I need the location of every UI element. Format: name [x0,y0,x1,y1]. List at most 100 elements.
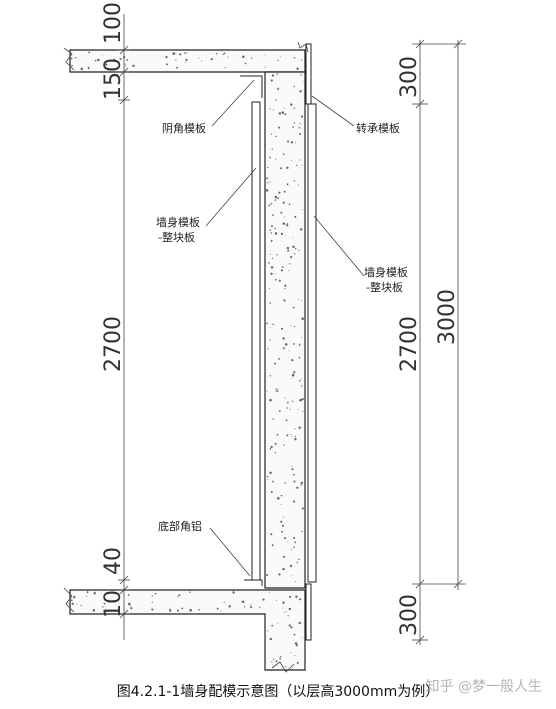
aggregate-speck [269,326,271,328]
aggregate-speck [154,592,157,595]
aggregate-speck [293,371,296,374]
aggregate-speck [289,595,292,598]
aggregate-speck [301,507,304,510]
aggregate-speck [74,57,77,59]
aggregate-speck [289,263,291,265]
aggregate-speck [88,51,91,54]
aggregate-speck [270,445,273,449]
aggregate-speck [296,164,298,167]
break-line-left-top [63,47,75,71]
aggregate-speck [284,216,286,218]
aggregate-speck [276,73,279,75]
aggregate-speck [103,602,106,605]
aggregate-speck [278,87,280,89]
dim-top-corner: 150 [101,58,126,100]
aggregate-speck [300,115,304,118]
aggregate-speck [244,62,247,65]
aggregate-speck [272,480,275,483]
aggregate-speck [289,564,293,568]
aggregate-speck [291,468,294,471]
aggregate-speck [291,378,293,380]
aggregate-speck [300,385,303,387]
aggregate-speck [295,142,297,144]
aggregate-speck [276,433,279,436]
aggregate-speck [280,211,283,214]
concrete-aggregate [70,51,304,668]
aggregate-speck [288,624,291,627]
aggregate-speck [70,599,73,602]
aggregate-speck [92,609,96,612]
aggregate-speck [296,561,299,564]
aggregate-speck [269,447,272,450]
aggregate-speck [177,609,179,612]
aggregate-speck [271,74,275,77]
aggregate-speck [284,288,286,290]
aggregate-speck [293,253,296,255]
aggregate-speck [264,54,266,56]
aggregate-speck [280,232,284,236]
aggregate-speck [189,591,191,593]
aggregate-speck [292,500,296,503]
aggregate-speck [274,442,277,445]
aggregate-speck [286,246,290,250]
aggregate-speck [275,390,277,392]
aggregate-speck [282,607,284,609]
aggregate-speck [283,190,286,193]
aggregate-speck [165,63,168,66]
aggregate-speck [302,80,304,82]
aggregate-speck [293,107,296,109]
aggregate-speck [289,408,291,410]
break-line-left-bottom [63,587,75,613]
aggregate-speck [283,537,287,540]
aggregate-speck [280,494,283,497]
aggregate-speck [178,594,181,597]
aggregate-speck [151,595,153,597]
aggregate-speck [86,595,88,597]
aggregate-speck [181,607,184,610]
aggregate-speck [242,55,245,59]
aggregate-speck [298,343,301,346]
dim-wall-height-left: 2700 [101,316,126,372]
aggregate-speck [270,491,273,494]
label-wall-formwork-left-line1: 墙身模板 [156,215,200,229]
right-formwork [305,43,317,641]
dim-right-total: 3000 [435,289,460,345]
aggregate-speck [288,203,291,206]
aggregate-speck [298,132,302,136]
aggregate-speck [280,655,282,658]
aggregate-speck [271,544,274,547]
aggregate-speck [86,591,89,594]
aggregate-speck [278,112,282,115]
aggregate-speck [286,222,289,225]
right-dimension-lines [412,39,466,645]
aggregate-speck [227,56,229,58]
aggregate-speck [201,60,203,62]
aggregate-speck [222,53,224,56]
aggregate-speck [172,52,175,55]
aggregate-speck [300,378,302,380]
aggregate-speck [184,61,186,63]
aggregate-speck [286,183,289,186]
aggregate-speck [287,249,290,252]
aggregate-speck [177,596,179,598]
aggregate-speck [224,67,226,69]
aggregate-speck [128,602,131,606]
aggregate-speck [130,605,132,607]
aggregate-speck [269,339,271,341]
aggregate-speck [299,399,302,402]
aggregate-speck [285,419,288,422]
aggregate-speck [270,266,274,269]
aggregate-speck [293,57,296,59]
aggregate-speck [298,356,301,359]
aggregate-speck [281,524,285,527]
aggregate-speck [286,166,289,169]
aggregate-speck [299,598,302,601]
aggregate-speck [73,596,76,599]
aggregate-speck [282,222,286,225]
aggregate-speck [272,323,274,326]
aggregate-speck [274,232,278,235]
aggregate-speck [272,109,274,111]
aggregate-speck [269,592,271,594]
break-line-bottom [271,661,295,673]
aggregate-speck [299,90,302,93]
